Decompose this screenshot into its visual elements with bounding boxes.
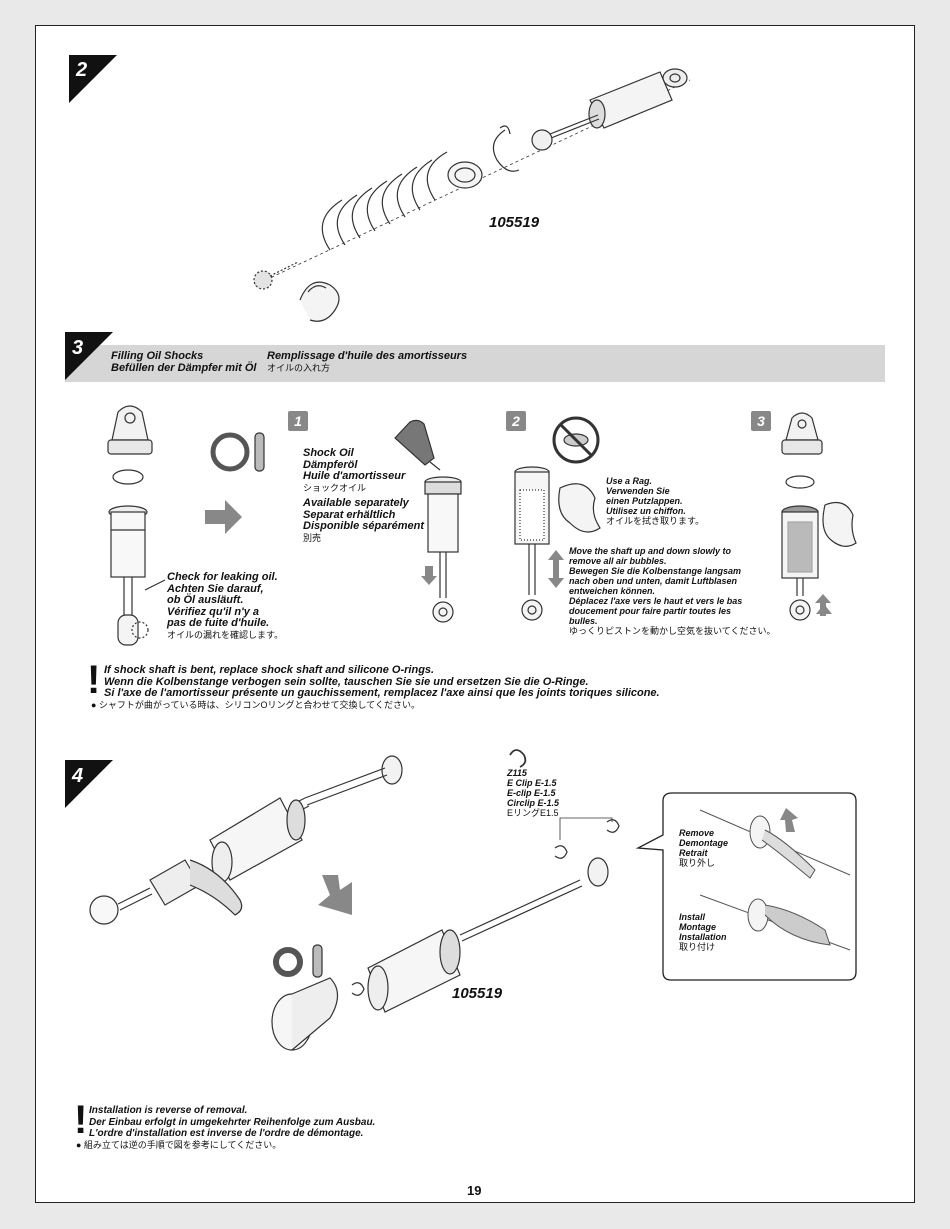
step-2-number: 2 — [76, 59, 88, 81]
arrow-up-down-icon — [548, 550, 564, 588]
step-2-badge — [69, 55, 117, 103]
page-number: 19 — [467, 1183, 482, 1198]
arrow-right-icon — [205, 500, 242, 534]
sub-step-1-badge: 1 — [288, 411, 308, 431]
arrow-down-icon — [421, 566, 437, 585]
shock-oil-text: Shock Oil Dämpferöl Huile d'amortisseur … — [303, 447, 406, 493]
step-3-title-fr: Remplissage d'huile des amortisseurs — [267, 350, 468, 362]
available-separately-text: Available separately Separat erhältlich … — [303, 497, 425, 543]
exclamation-icon: ! — [87, 658, 101, 702]
sub-step-2-badge: 2 — [506, 411, 526, 431]
step-3-number: 3 — [72, 337, 84, 359]
sub-step-3-badge: 3 — [751, 411, 771, 431]
step-4-number: 4 — [72, 765, 84, 787]
step-2-part-number: 105519 — [489, 214, 540, 231]
exclamation-icon: ! — [74, 1098, 88, 1142]
remove-install-callout — [635, 792, 857, 981]
step-3-title-jp: オイルの入れ方 — [267, 363, 331, 373]
remove-label: Remove Demontage Retrait 取り外し — [679, 828, 729, 868]
step-4-part-number: 105519 — [452, 985, 503, 1002]
step-4-badge — [65, 760, 113, 808]
shaft-bent-warning: If shock shaft is bent, replace shock sh… — [104, 664, 660, 699]
step-3-title-en: Filling Oil Shocks — [111, 350, 204, 362]
move-shaft-text: Move the shaft up and down slowly to rem… — [569, 546, 776, 636]
no-symbol-icon — [552, 416, 600, 464]
step-3-title-bar — [65, 345, 885, 382]
step-3-title-de: Befüllen der Dämpfer mit Öl — [111, 362, 257, 374]
e-clip-label: Z115 E Clip E-1.5 E-clip E-1.5 Circlip E… — [507, 768, 560, 818]
use-rag-text: Use a Rag. Verwenden Sie einen Putzlappe… — [606, 476, 705, 526]
installation-note-jp: ● 組み立ては逆の手順で図を参考にしてください。 — [76, 1140, 282, 1150]
installation-note: Installation is reverse of removal. Der … — [89, 1105, 376, 1139]
arrow-down-icon — [318, 875, 352, 915]
check-leak-text: Check for leaking oil. Achten Sie darauf… — [167, 571, 284, 640]
install-label: Install Montage Installation 取り付け — [679, 912, 727, 952]
step-3-badge — [65, 332, 113, 380]
shaft-bent-warning-jp: ● シャフトが曲がっている時は、シリコンOリングと合わせて交換してください。 — [91, 700, 420, 710]
manual-page — [35, 25, 915, 1203]
